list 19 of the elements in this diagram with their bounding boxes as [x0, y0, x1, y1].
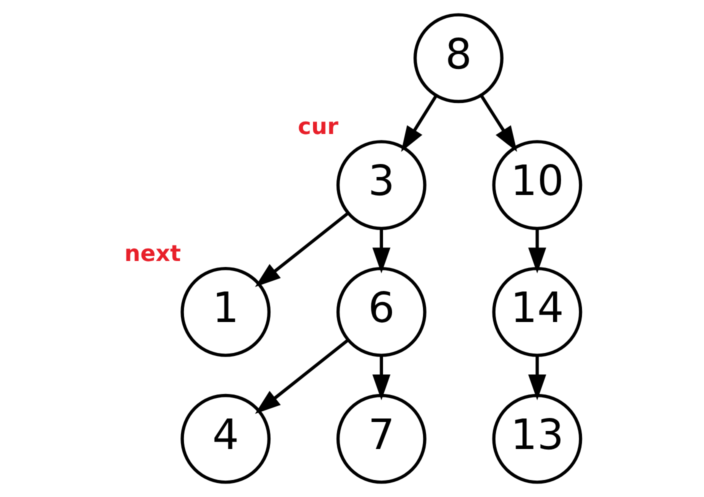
- node-circle: 14: [492, 266, 582, 357]
- node-circle: 8: [413, 13, 503, 104]
- arrow: [254, 212, 348, 287]
- arrow: [372, 355, 390, 400]
- node-label: cur: [297, 114, 338, 140]
- node-circle: 13: [492, 394, 582, 484]
- arrow: [528, 355, 546, 400]
- node-circle: 10: [492, 140, 582, 230]
- arrow: [528, 228, 546, 274]
- node-circle: 6: [336, 266, 426, 357]
- node-circle: 4: [180, 394, 270, 484]
- arrow: [254, 339, 348, 414]
- node-label: next: [124, 240, 180, 267]
- arrow: [372, 228, 390, 274]
- arrow: [400, 94, 438, 152]
- node-circle: 1: [180, 266, 270, 357]
- node-circle: 3: [336, 140, 426, 230]
- node-circle: 7: [336, 394, 426, 484]
- arrow: [479, 94, 517, 152]
